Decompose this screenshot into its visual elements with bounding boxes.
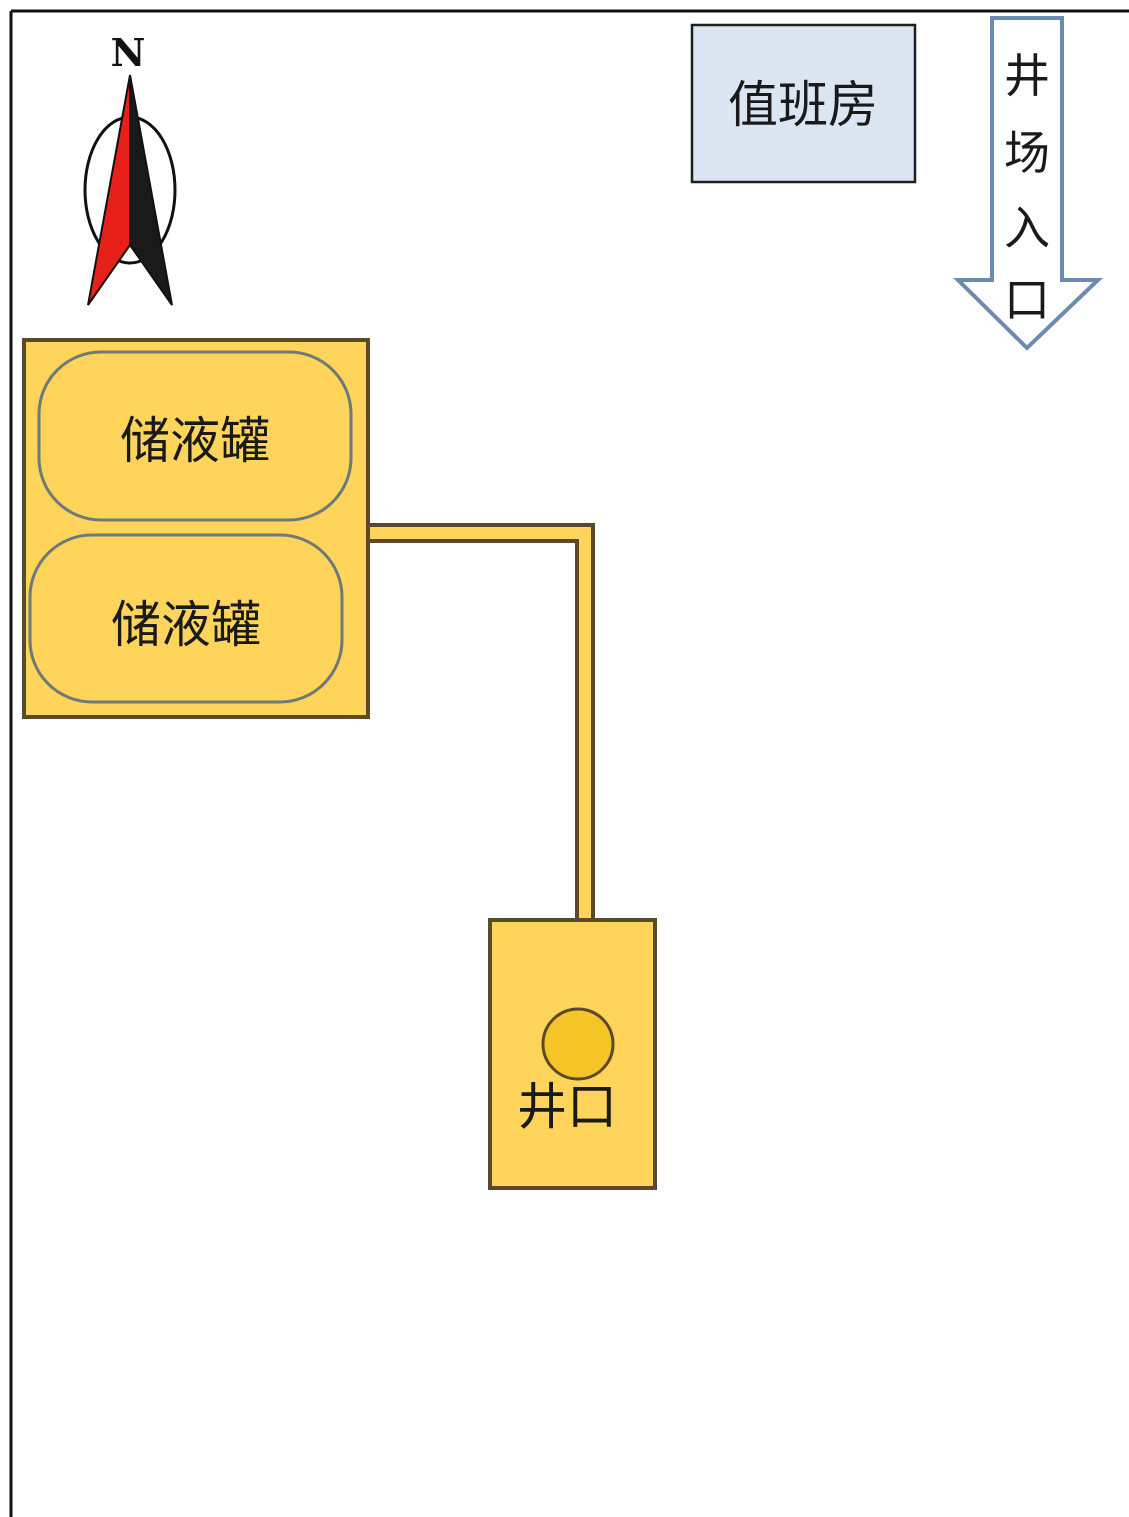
storage-tank-1 — [37, 350, 353, 522]
north-label: N — [111, 30, 146, 75]
pipeline-segment — [356, 523, 595, 932]
pipeline — [356, 523, 595, 932]
duty-room-label: 值班房 — [728, 76, 878, 134]
north-arrow-icon — [87, 74, 173, 306]
site-boundary — [9, 9, 1129, 1517]
wellhead-marker — [541, 1007, 615, 1081]
wellhead: 井口 — [488, 918, 657, 1190]
storage-tank-2-label: 储液罐 — [111, 596, 261, 654]
compass-needle-black — [129, 74, 173, 306]
compass-needle-red — [87, 74, 131, 306]
down-arrow-icon — [953, 16, 1103, 351]
storage-tank-1-label: 储液罐 — [120, 412, 270, 470]
entrance-char-2: 场 — [1004, 126, 1050, 180]
duty-room-box — [690, 23, 917, 184]
wellhead-label: 井口 — [517, 1078, 617, 1136]
duty-room: 值班房 — [690, 23, 917, 184]
tank-area: 储液罐 储液罐 — [22, 338, 370, 719]
entrance-char-3: 入 — [1004, 201, 1050, 255]
storage-tank-2 — [28, 533, 344, 704]
site-entrance: 井 场 入 口 — [953, 16, 1103, 351]
north-compass: N — [83, 30, 177, 306]
entrance-char-4: 口 — [1004, 273, 1050, 327]
entrance-char-1: 井 — [1004, 49, 1050, 103]
